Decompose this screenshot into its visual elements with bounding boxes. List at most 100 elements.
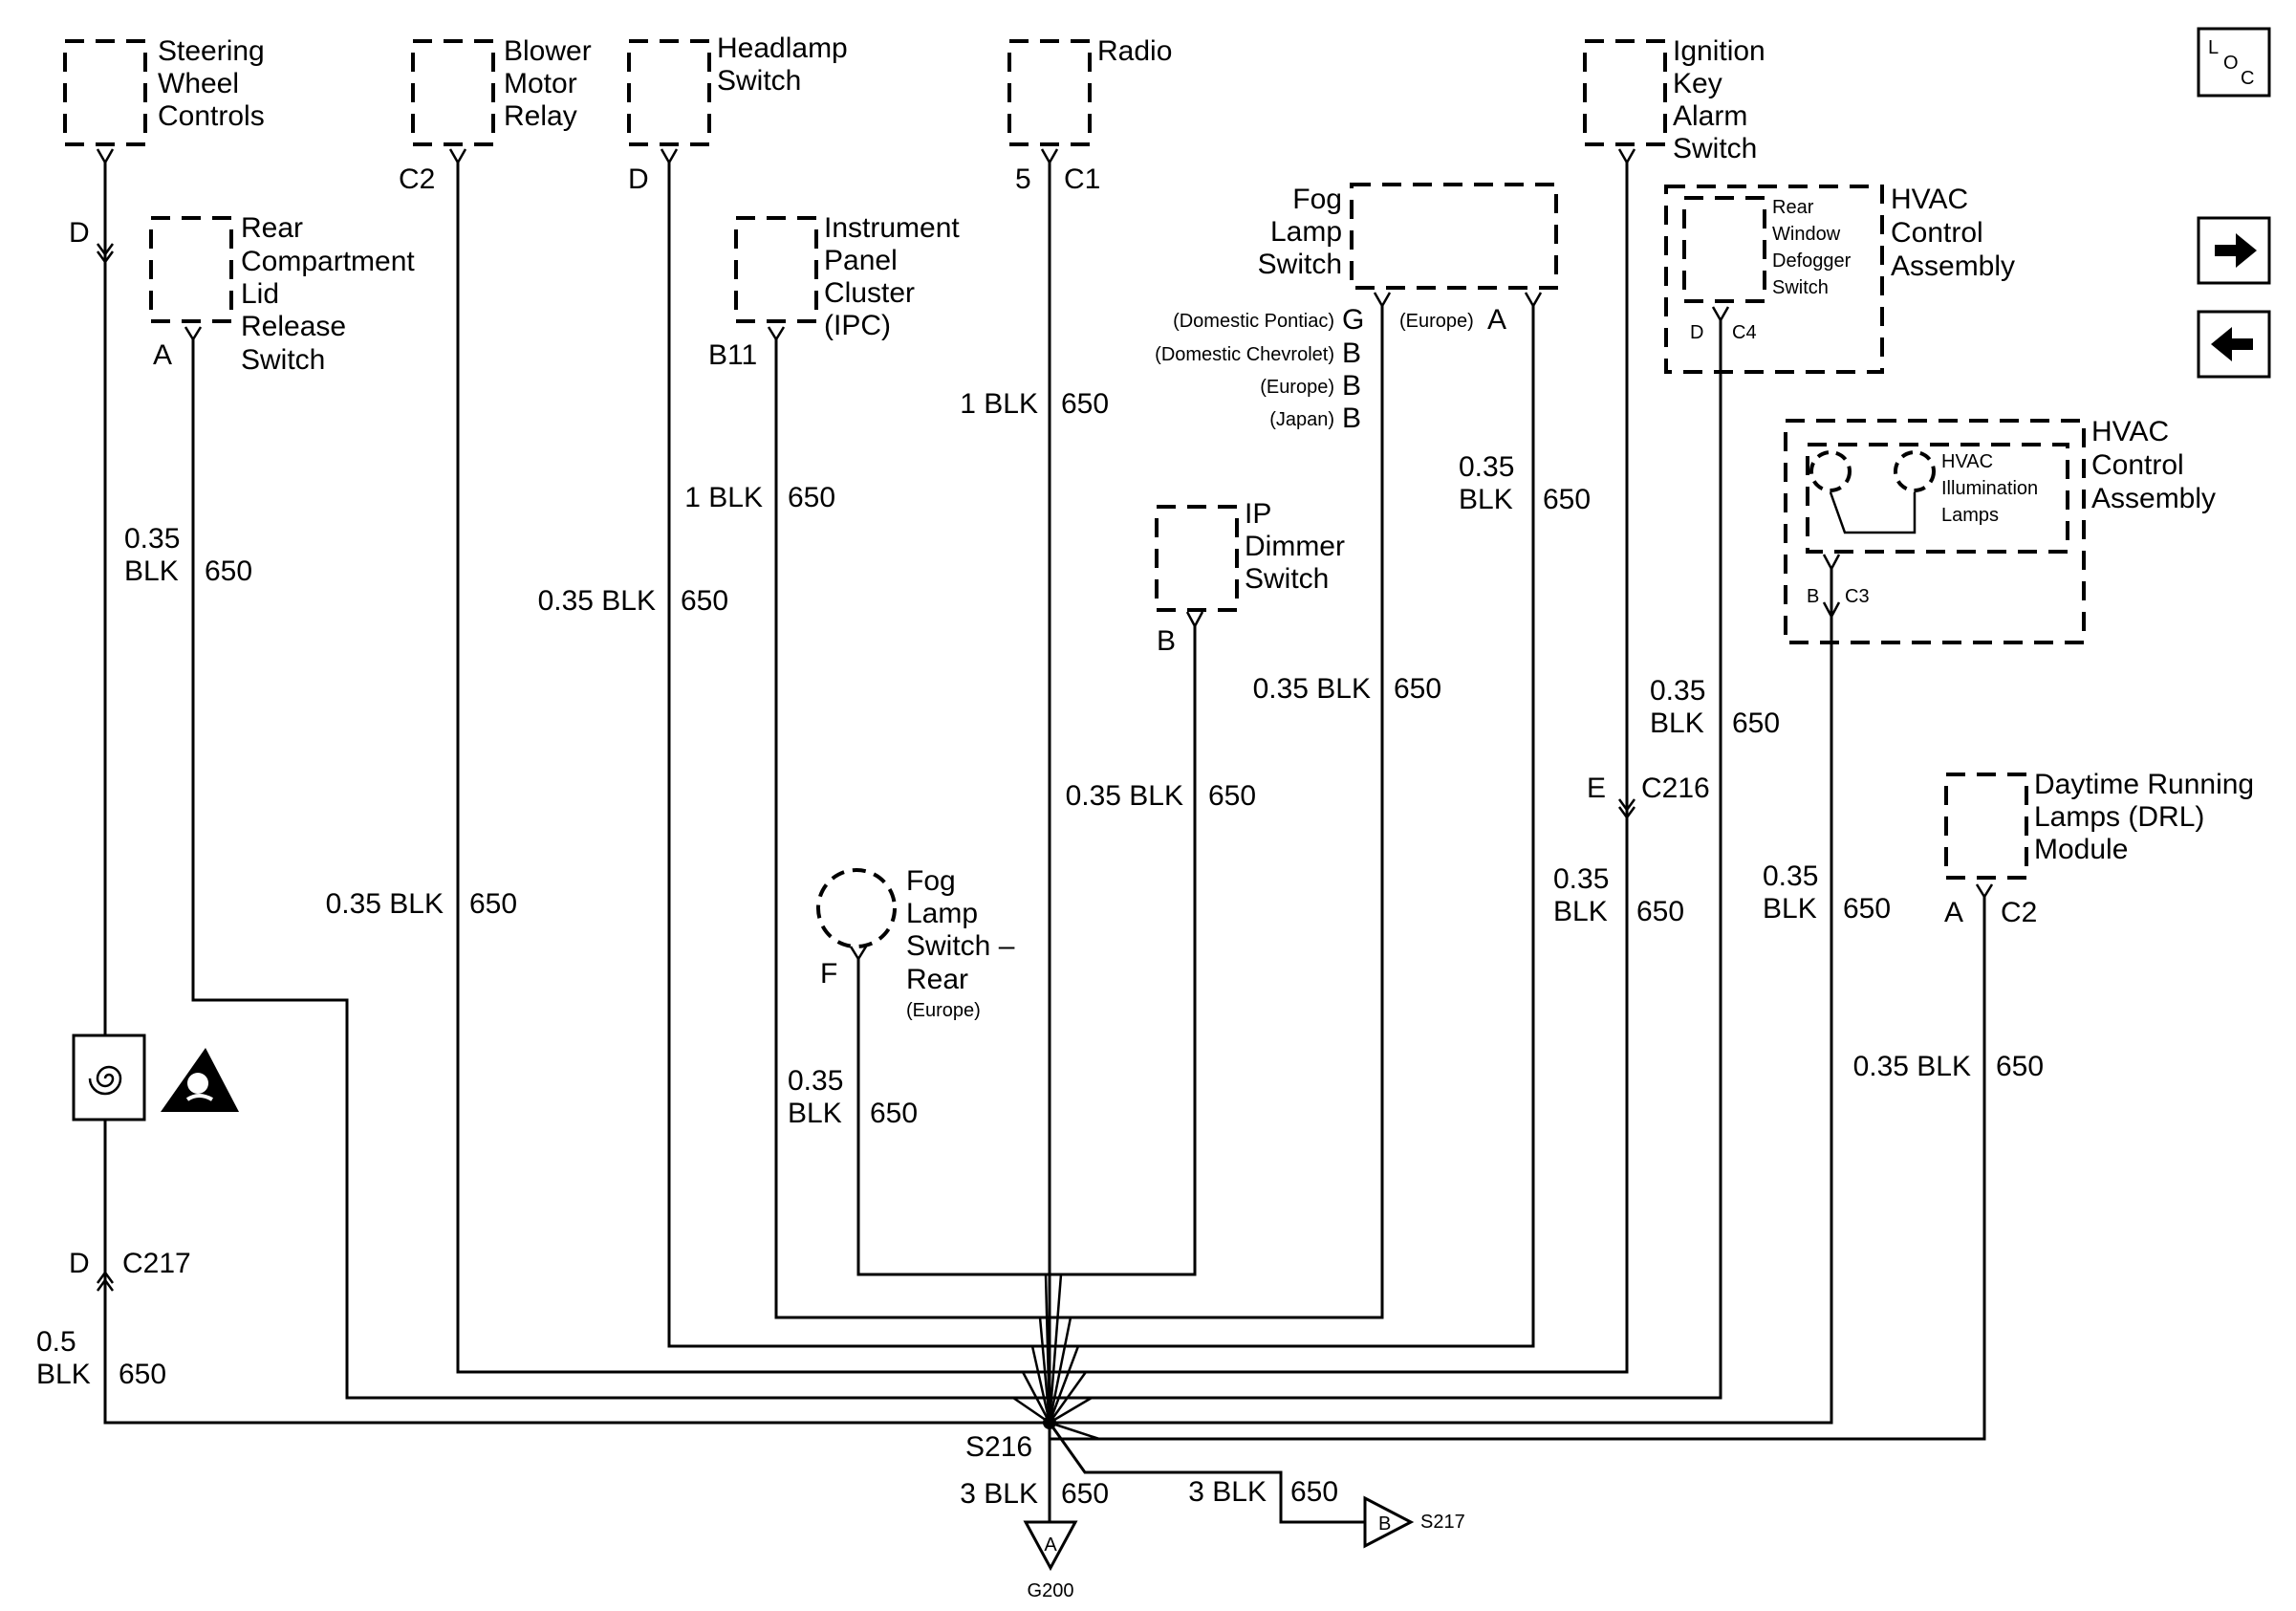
wire-size: 0.35 [124, 523, 180, 555]
label: Window [1772, 224, 1841, 245]
label: Control [1891, 217, 1983, 249]
label: Radio [1097, 35, 1172, 67]
label: Daytime Running [2034, 769, 2254, 800]
pin-label: A [153, 339, 172, 371]
label: Defogger [1772, 250, 1852, 272]
pin-label: F [820, 958, 837, 990]
component-steering-wheel-controls: Steering Wheel Controls [63, 35, 265, 146]
wire-size: 0.5 [36, 1326, 76, 1358]
wire-color: BLK [788, 1098, 842, 1129]
wire-circuit: 650 [1208, 780, 1256, 812]
connector-label: C217 [122, 1248, 191, 1279]
pin-label: C3 [1845, 586, 1870, 607]
label: Module [2034, 834, 2128, 865]
pin-label: 5 [1015, 163, 1031, 195]
pin-label: B [1342, 403, 1361, 434]
component-fog-lamp-switch: Fog Lamp Switch [1258, 183, 1558, 290]
label: Wheel [158, 68, 239, 99]
splice-fan [1012, 1274, 1100, 1441]
label: Motor [504, 68, 577, 99]
label: Switch – [906, 930, 1015, 962]
wire-color: BLK [36, 1359, 91, 1390]
wire-circuit: 650 [469, 888, 517, 920]
loc-l: L [2208, 37, 2219, 58]
pin-note: (Japan) [1269, 409, 1334, 430]
next-page-button[interactable] [2197, 216, 2271, 285]
wire-label: 0.35 BLK [538, 585, 656, 617]
pin-label: A [1487, 304, 1506, 336]
clockspring-icon [72, 1034, 146, 1121]
component-headlamp-switch: Headlamp Switch [627, 33, 848, 146]
wire-color: BLK [1650, 708, 1704, 739]
label: Fog [906, 865, 956, 897]
component-fog-lamp-switch-rear: Fog Lamp Switch – Rear (Europe) [816, 865, 1015, 1021]
pin-label: A [1944, 897, 1963, 928]
label: Lamps [1941, 505, 1999, 526]
component-hvac-control-assembly-lower: HVAC Illumination Lamps HVAC Control Ass… [1784, 416, 2216, 644]
wire-circuit: 650 [681, 585, 728, 617]
pin-label: C2 [2001, 897, 2037, 928]
wire-circuit: 650 [788, 482, 835, 513]
label: IP [1245, 498, 1271, 530]
label: HVAC [1891, 184, 1968, 215]
wire-circuit: 650 [870, 1098, 918, 1129]
wire-label: 3 BLK [960, 1478, 1038, 1510]
label: Cluster [824, 277, 915, 309]
pin-labels: D C2 D 5 C1 A B11 (Domestic Pontiac) G (… [69, 163, 2037, 1279]
ground-label: G200 [1028, 1580, 1074, 1601]
pin-label: D [628, 163, 649, 195]
wire-label: 0.35 BLK [1853, 1051, 1971, 1082]
loc-button[interactable]: L O C [2197, 27, 2271, 98]
label: Relay [504, 100, 577, 132]
label: Controls [158, 100, 265, 132]
connector-label: C216 [1641, 773, 1710, 804]
arrow-right-icon [2215, 233, 2257, 268]
wire-circuit: 650 [1636, 896, 1684, 927]
pin-label: B [1157, 625, 1176, 657]
label: Lamp [1270, 216, 1342, 248]
ground-g200: A G200 [1023, 1520, 1078, 1601]
pin-note: (Domestic Pontiac) [1173, 311, 1334, 332]
label: Switch [241, 344, 325, 376]
wire-label: 1 BLK [684, 482, 763, 513]
pin-label: B [1807, 586, 1819, 607]
wire-circuit: 650 [1843, 893, 1891, 925]
wire-circuit: 650 [1061, 1478, 1109, 1510]
label: HVAC [2091, 416, 2169, 447]
ground-letter: A [1044, 1535, 1057, 1556]
wire-circuit: 650 [1290, 1476, 1338, 1508]
label: Rear [241, 212, 303, 244]
wire-size: 0.35 [788, 1065, 843, 1097]
connector-symbols [96, 148, 1994, 1292]
wire-label: 0.35 BLK [326, 888, 444, 920]
pin-label: C1 [1064, 163, 1100, 195]
label: Compartment [241, 246, 415, 277]
label: Steering [158, 35, 265, 67]
label: Alarm [1673, 100, 1747, 132]
component-radio: Radio [1007, 35, 1172, 146]
label: Instrument [824, 212, 960, 244]
label: HVAC [1941, 451, 1993, 472]
offpage-label: S217 [1420, 1512, 1465, 1533]
wire-circuit: 650 [1543, 484, 1591, 515]
label: Rear [1772, 197, 1814, 218]
pin-label: C4 [1732, 322, 1757, 343]
wire-circuit: 650 [1996, 1051, 2044, 1082]
offpage-connector-s217[interactable]: B S217 [1363, 1495, 1465, 1549]
label: Lid [241, 278, 279, 310]
arrow-left-icon [2211, 327, 2253, 361]
pin-label: B11 [708, 339, 757, 371]
wire-size: 0.35 [1553, 863, 1609, 895]
loc-c: C [2241, 68, 2254, 89]
offpage-letter: B [1378, 1513, 1391, 1535]
wire-size: 0.35 [1459, 451, 1514, 483]
wire-circuit: 650 [1061, 388, 1109, 420]
wire-color: BLK [124, 555, 179, 587]
wire-circuit: 650 [119, 1359, 166, 1390]
component-drl-module: Daytime Running Lamps (DRL) Module [1944, 769, 2254, 880]
prev-page-button[interactable] [2197, 310, 2271, 379]
wire-color: BLK [1459, 484, 1513, 515]
component-ignition-key-alarm-switch: Ignition Key Alarm Switch [1583, 35, 1765, 164]
pin-note: (Europe) [1260, 377, 1334, 398]
label: Release [241, 311, 346, 342]
